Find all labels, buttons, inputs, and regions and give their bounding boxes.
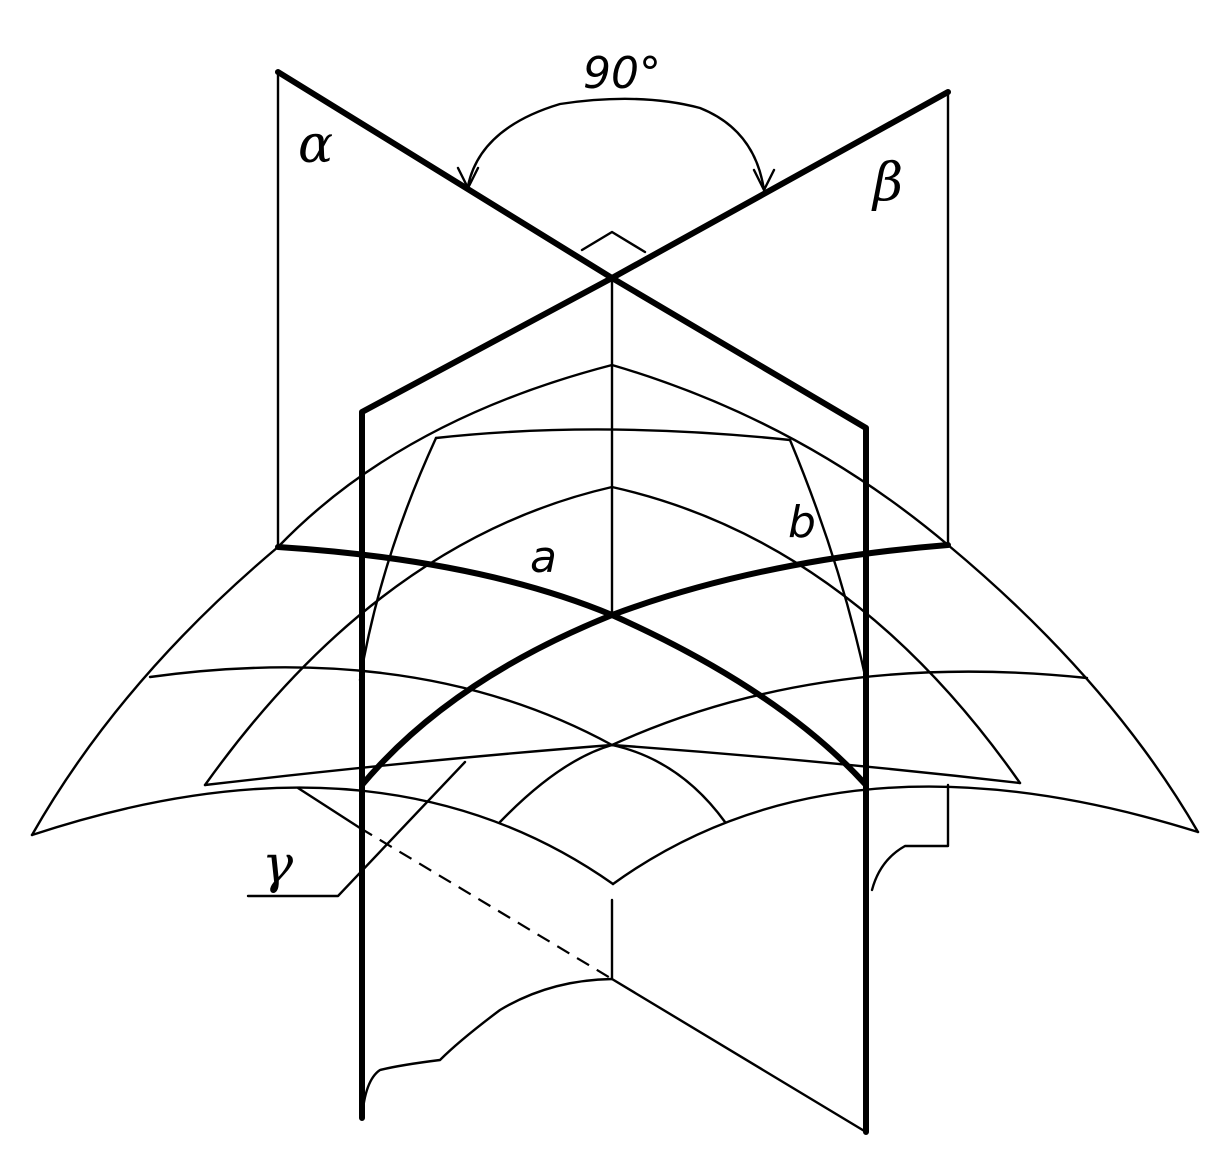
grid-curve-l1: [276, 363, 614, 549]
surface-gamma-label: γ: [262, 835, 294, 895]
plane-alpha-top-edge: [275, 69, 869, 1135]
arrowhead-left-icon: [456, 166, 480, 190]
angle-label: 90°: [583, 48, 661, 99]
line-a-label: a: [530, 532, 557, 583]
plane-beta-top-edge: [359, 89, 951, 1121]
plane-beta-bottom-edge: [870, 783, 950, 892]
curve-b: [359, 542, 951, 788]
grid-curve-l2: [203, 485, 614, 787]
surface-front-left-edge: [30, 786, 615, 886]
gamma-leader-line: [246, 760, 467, 898]
curves-a-b: [275, 542, 951, 788]
hidden-line: [359, 827, 613, 980]
arrowhead-right-icon: [752, 168, 776, 192]
plane-alpha-lower-diagonal: [610, 977, 868, 1134]
grid-curve-m2: [610, 743, 727, 824]
grid-curve-l4: [610, 485, 1022, 785]
grid-curve-m5: [203, 743, 614, 787]
hidden-line-start: [296, 786, 362, 830]
surface-left-edge: [30, 545, 280, 837]
line-b-label: b: [788, 497, 816, 548]
grid-curve-m6: [610, 743, 1022, 785]
grid-curve-m1: [498, 743, 614, 824]
grid-line-a3: [610, 670, 1089, 747]
grid-line-a1: [434, 428, 792, 442]
grid-line-a2: [148, 666, 614, 747]
plane-beta-label: β: [871, 153, 903, 213]
plane-alpha-bottom-curve: [360, 977, 614, 1120]
surface-right-edge: [946, 543, 1200, 834]
angle-arc: [466, 97, 766, 192]
plane-alpha-label: α: [298, 115, 333, 175]
plane-alpha: [275, 69, 869, 1135]
surface-gamma: [30, 363, 1200, 886]
angle-indicator: 90°: [456, 48, 776, 192]
grid-curve-l3: [610, 363, 950, 547]
right-angle-marker: [580, 230, 647, 254]
plane-beta: [359, 89, 951, 1121]
surface-front-right-edge: [611, 785, 1200, 886]
